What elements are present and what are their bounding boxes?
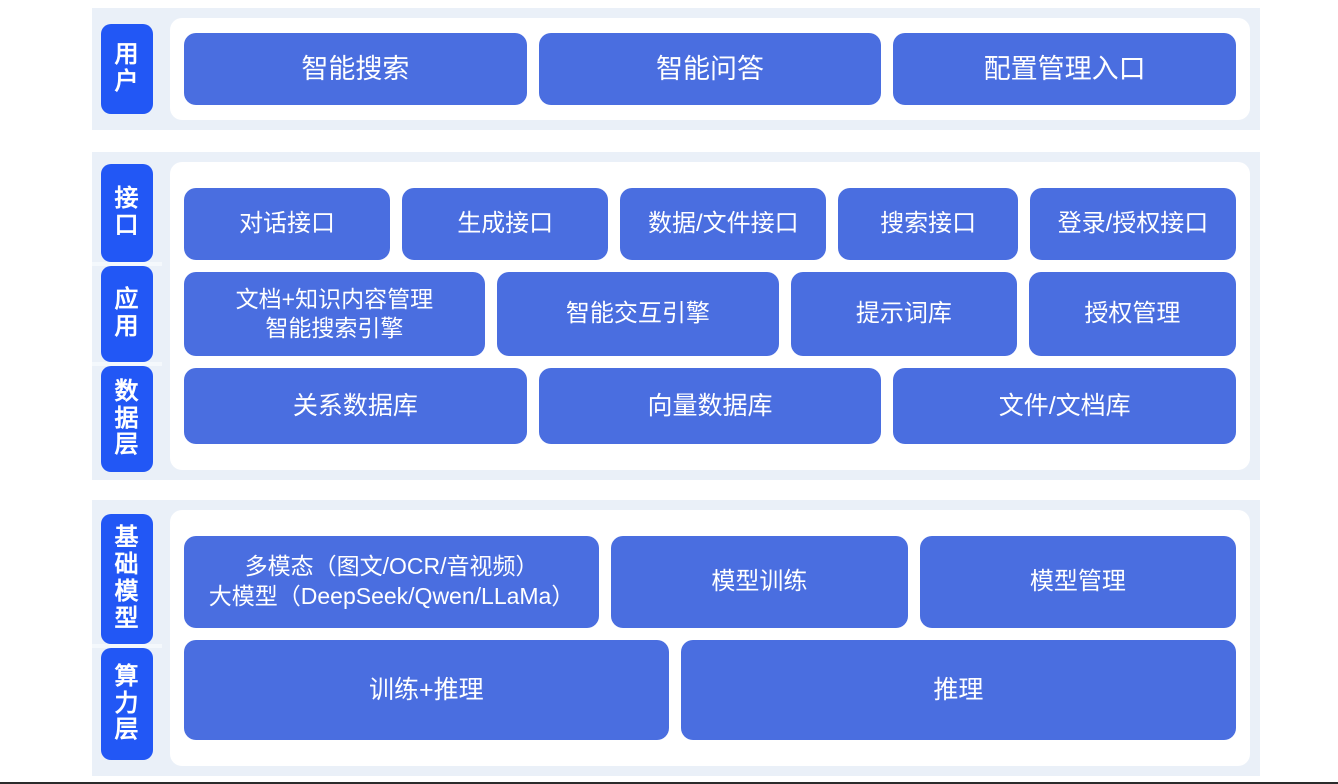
block-config-management-entry[interactable]: 配置管理入口 — [893, 33, 1237, 105]
layer-label-rail-infra: 基础模型 算力层 — [92, 500, 162, 776]
block-multimodal-large-model[interactable]: 多模态（图文/OCR/音视频） 大模型（DeepSeek/Qwen/LLaMa） — [184, 536, 600, 628]
block-model-management[interactable]: 模型管理 — [919, 536, 1237, 628]
rail-divider — [92, 362, 162, 366]
layer-chip-data[interactable]: 数据层 — [101, 366, 153, 472]
panel-platform-layer: 对话接口 生成接口 数据/文件接口 搜索接口 登录/授权接口 文档+知识内容管理… — [170, 162, 1250, 470]
layer-chip-compute[interactable]: 算力层 — [101, 648, 153, 760]
block-inference[interactable]: 推理 — [680, 640, 1236, 740]
layer-chip-interface[interactable]: 接口 — [101, 164, 153, 262]
row-compute: 训练+推理 推理 — [184, 640, 1236, 740]
block-search-api[interactable]: 搜索接口 — [838, 188, 1018, 260]
section-platform-layer: 接口 应用 数据层 对话接口 生成接口 数据/文件接口 搜索接口 登录/授权接口… — [92, 152, 1260, 480]
bottom-edge-rule — [0, 782, 1338, 784]
section-infrastructure-layer: 基础模型 算力层 多模态（图文/OCR/音视频） 大模型（DeepSeek/Qw… — [92, 500, 1260, 776]
layer-chip-foundation-model[interactable]: 基础模型 — [101, 514, 153, 644]
panel-infrastructure-layer: 多模态（图文/OCR/音视频） 大模型（DeepSeek/Qwen/LLaMa）… — [170, 510, 1250, 766]
row-interface: 对话接口 生成接口 数据/文件接口 搜索接口 登录/授权接口 — [184, 188, 1237, 260]
block-data-file-api[interactable]: 数据/文件接口 — [620, 188, 827, 260]
row-user-apps: 智能搜索 智能问答 配置管理入口 — [184, 33, 1237, 105]
block-generation-api[interactable]: 生成接口 — [402, 188, 609, 260]
block-file-document-store[interactable]: 文件/文档库 — [893, 368, 1237, 444]
block-model-training[interactable]: 模型训练 — [611, 536, 908, 628]
block-vector-database[interactable]: 向量数据库 — [538, 368, 882, 444]
panel-user-layer: 智能搜索 智能问答 配置管理入口 — [170, 18, 1250, 120]
rail-divider — [92, 644, 162, 648]
row-foundation-model: 多模态（图文/OCR/音视频） 大模型（DeepSeek/Qwen/LLaMa）… — [184, 536, 1237, 628]
block-smart-search[interactable]: 智能搜索 — [184, 33, 527, 105]
row-data: 关系数据库 向量数据库 文件/文档库 — [184, 368, 1237, 444]
section-user-layer: 用户 智能搜索 智能问答 配置管理入口 — [92, 8, 1260, 130]
block-smart-qa[interactable]: 智能问答 — [538, 33, 882, 105]
row-application: 文档+知识内容管理 智能搜索引擎 智能交互引擎 提示词库 授权管理 — [184, 272, 1236, 356]
block-login-auth-api[interactable]: 登录/授权接口 — [1029, 188, 1237, 260]
block-prompt-library[interactable]: 提示词库 — [790, 272, 1017, 356]
block-relational-database[interactable]: 关系数据库 — [184, 368, 527, 444]
block-authorization-management[interactable]: 授权管理 — [1028, 272, 1236, 356]
block-training-and-inference[interactable]: 训练+推理 — [184, 640, 669, 740]
block-doc-knowledge-management[interactable]: 文档+知识内容管理 智能搜索引擎 — [184, 272, 485, 356]
layer-label-rail-platform: 接口 应用 数据层 — [92, 152, 162, 480]
layer-chip-user[interactable]: 用户 — [101, 24, 153, 114]
layer-chip-application[interactable]: 应用 — [101, 266, 153, 362]
layer-label-rail-user: 用户 — [92, 8, 162, 130]
block-interaction-engine[interactable]: 智能交互引擎 — [496, 272, 779, 356]
rail-divider — [92, 262, 162, 266]
block-dialog-api[interactable]: 对话接口 — [184, 188, 391, 260]
